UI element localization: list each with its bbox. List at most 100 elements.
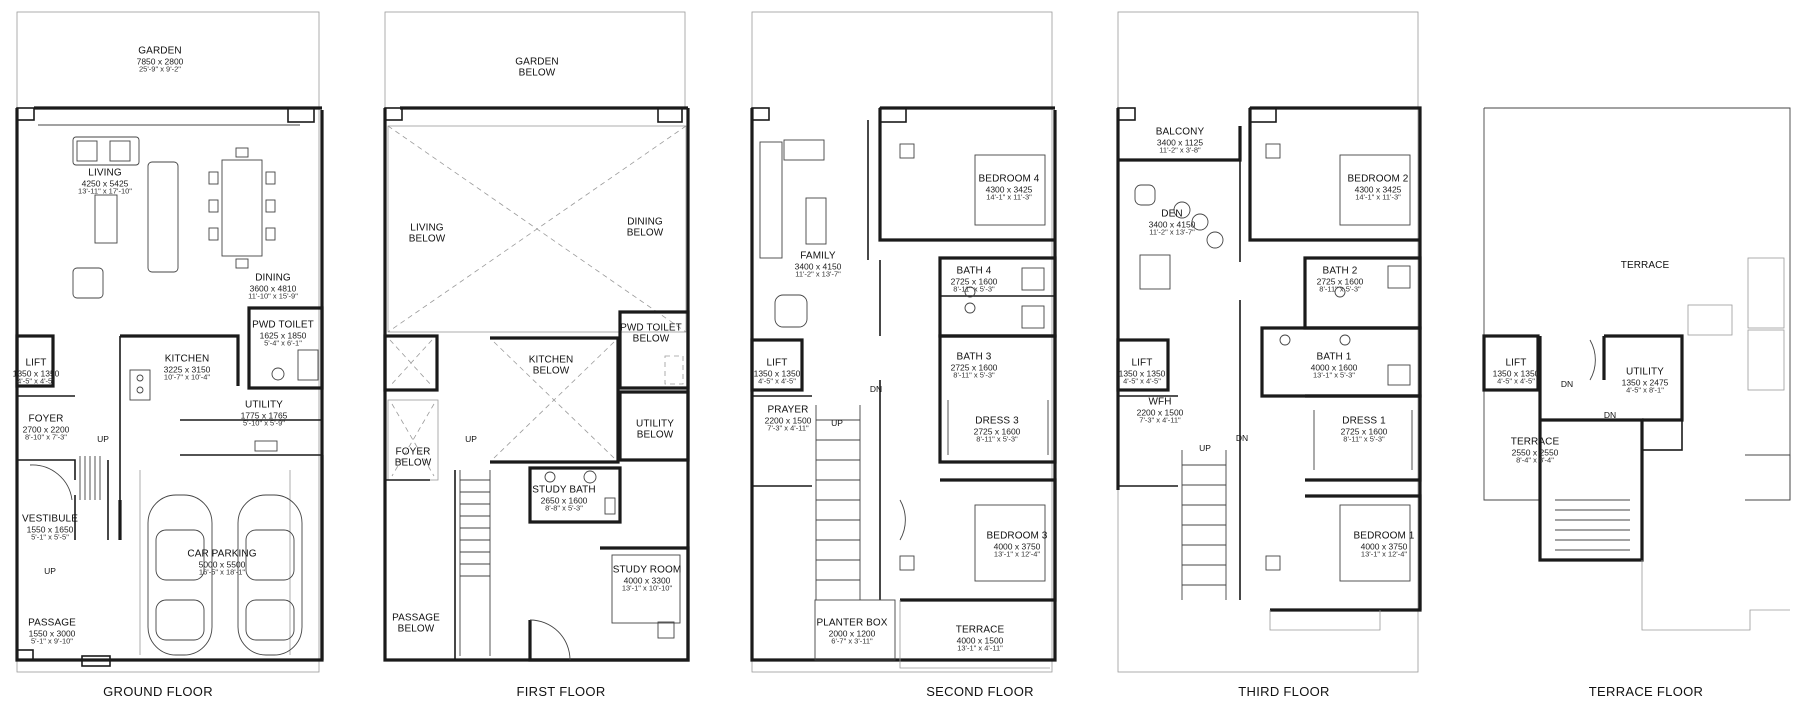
room-dim-mm: 1550 x 3000 — [28, 627, 76, 638]
room-dim-ft: 8'-4" x 8'-4" — [1516, 455, 1554, 465]
room-study-bath: STUDY BATH 2650 x 1600 8'-8" x 5'-3" — [532, 485, 595, 512]
room-name: UTILITY — [636, 418, 674, 430]
room-planter-box: PLANTER BOX 2000 x 1200 6'-7" x 3'-11" — [816, 618, 887, 645]
room-dim-ft: 8'-11" x 5'-3" — [1319, 284, 1361, 294]
room-dim-ft: 16'-5" x 18'-1" — [198, 567, 246, 577]
room-dim-mm: 3225 x 3150 — [163, 363, 211, 374]
room-dim-mm: 2725 x 1600 — [950, 361, 998, 372]
room-dress-1: DRESS 1 2725 x 1600 8'-11" x 5'-3" — [1341, 416, 1388, 443]
room-dim-mm: 4300 x 3425 — [1354, 183, 1402, 194]
room-dim-mm: 1350 x 1350 — [753, 367, 801, 378]
first-floor-plan — [383, 11, 690, 662]
room-dim-ft: 8'-11" x 5'-3" — [976, 434, 1018, 444]
room-dim-ft: 8'-10" x 7'-3" — [25, 432, 67, 442]
room-dim-mm: 4300 x 3425 — [985, 183, 1033, 194]
room-dim-ft: 11'-2" x 13'-7" — [1149, 227, 1195, 237]
stair-up-mark: UP — [465, 434, 477, 444]
room-name: LIVING — [88, 167, 122, 179]
room-dim-ft: 8'-11" x 5'-3" — [953, 370, 995, 380]
room-dining-below: DINING BELOW — [627, 216, 664, 239]
room-name: PRAYER — [767, 404, 809, 416]
room-bath-3: BATH 3 2725 x 1600 8'-11" x 5'-3" — [951, 352, 998, 379]
stair-dn-mark: DN — [1560, 379, 1574, 389]
room-dim-ft: 13'-1" x 12'-4" — [993, 549, 1041, 559]
room-dim-ft: 7'-3" x 4'-11" — [767, 423, 809, 433]
room-name-below: BELOW — [408, 233, 446, 244]
room-dim-mm: 5000 x 5500 — [198, 558, 246, 569]
room-garden: GARDEN 7850 x 2800 25'-9" x 9'-2" — [137, 46, 184, 73]
room-name: DRESS 1 — [1342, 415, 1386, 427]
room-terrace-small: TERRACE 2550 x 2550 8'-4" x 8'-4" — [1511, 437, 1559, 464]
room-name: TERRACE — [955, 624, 1005, 636]
room-dim-ft: 5'-4" x 6'-1" — [264, 338, 302, 348]
room-dim-mm: 3400 x 4150 — [1148, 218, 1196, 229]
room-name: DEN — [1161, 208, 1183, 220]
room-name: BALCONY — [1155, 126, 1205, 138]
room-dim-ft: 25'-9" x 9'-2" — [139, 64, 181, 74]
room-dim-mm: 2725 x 1600 — [1316, 275, 1364, 286]
room-dim-ft: 14'-1" x 11'-3" — [1355, 192, 1401, 202]
room-bath-1: BATH 1 4000 x 1600 13'-1" x 5'-3" — [1311, 352, 1358, 379]
room-prayer: PRAYER 2200 x 1500 7'-3" x 4'-11" — [765, 405, 812, 432]
room-name: KITCHEN — [528, 354, 574, 366]
room-dim-ft: 4'-5" x 4'-5" — [1123, 376, 1161, 386]
room-dim-mm: 1350 x 1350 — [1492, 367, 1540, 378]
floor-title-ground: GROUND FLOOR — [103, 684, 213, 699]
room-dim-ft: 6'-7" x 3'-11" — [831, 636, 873, 646]
room-dim-ft: 8'-11" x 5'-3" — [953, 284, 995, 294]
room-name: LIVING — [410, 222, 444, 234]
stair-dn-mark: DN — [1235, 433, 1249, 443]
room-name: TERRACE — [1510, 436, 1560, 448]
floor-title-second: SECOND FLOOR — [926, 684, 1034, 699]
room-dim-ft: 13'-1" x 12'-4" — [1360, 549, 1408, 559]
room-name: PASSAGE — [392, 612, 440, 624]
room-dim-ft: 5'-1" x 5'-5" — [31, 532, 69, 542]
room-dress-3: DRESS 3 2725 x 1600 8'-11" x 5'-3" — [974, 416, 1021, 443]
room-name-below: BELOW — [394, 457, 432, 468]
room-kitchen: KITCHEN 3225 x 3150 10'-7" x 10'-4" — [164, 354, 211, 381]
room-dim-mm: 2725 x 1600 — [950, 275, 998, 286]
room-dim-ft: 11'-2" x 3'-8" — [1159, 145, 1201, 155]
room-name: DRESS 3 — [975, 415, 1019, 427]
room-dim-mm: 4000 x 3300 — [623, 574, 671, 585]
room-name: PLANTER BOX — [816, 617, 888, 629]
room-name: DINING — [627, 216, 663, 228]
room-name: VESTIBULE — [22, 513, 78, 525]
room-name: KITCHEN — [164, 353, 210, 365]
room-lift: LIFT 1350 x 1350 4'-5" x 4'-5" — [1119, 358, 1166, 385]
room-name: BEDROOM 2 — [1347, 173, 1409, 185]
room-dim-ft: 13'-1" x 10'-10" — [621, 583, 673, 593]
room-living-below: LIVING BELOW — [408, 222, 446, 245]
room-lift: LIFT 1350 x 1350 4'-5" x 4'-5" — [13, 358, 60, 385]
room-terrace: TERRACE 4000 x 1500 13'-1" x 4'-11" — [956, 625, 1004, 652]
second-floor-plan — [750, 11, 1057, 673]
room-name: DINING — [255, 272, 291, 284]
room-dim-mm: 2200 x 1500 — [1136, 406, 1184, 417]
room-foyer-below: FOYER BELOW — [394, 447, 432, 469]
room-garden-below: GARDEN BELOW — [515, 57, 558, 79]
room-dim-mm: 4000 x 1500 — [956, 634, 1004, 645]
room-name: BEDROOM 1 — [1353, 530, 1415, 542]
room-dim-mm: 2550 x 2550 — [1511, 446, 1559, 457]
room-bedroom-2: BEDROOM 2 4300 x 3425 14'-1" x 11'-3" — [1348, 174, 1409, 201]
room-foyer: FOYER 2700 x 2200 8'-10" x 7'-3" — [23, 414, 70, 441]
room-name-below: BELOW — [632, 333, 670, 344]
room-name: PWD TOILET — [252, 319, 314, 331]
room-dim-ft: 13'-1" x 5'-3" — [1313, 370, 1355, 380]
room-dim-mm: 2650 x 1600 — [540, 494, 588, 505]
room-pwd-toilet: PWD TOILET 1625 x 1850 5'-4" x 6'-1" — [252, 320, 314, 347]
room-name: PASSAGE — [28, 617, 76, 629]
stair-dn-mark: DN — [869, 384, 883, 394]
room-name: BATH 2 — [1322, 265, 1358, 277]
room-dim-ft: 8'-11" x 5'-3" — [1343, 434, 1385, 444]
room-utility: UTILITY 1350 x 2475 4'-5" x 8'-1" — [1622, 367, 1669, 394]
room-dim-mm: 4250 x 5425 — [81, 177, 129, 188]
room-name: LIFT — [766, 357, 788, 369]
room-name-below: BELOW — [397, 623, 435, 634]
room-name-below: BELOW — [518, 67, 556, 78]
room-family: FAMILY 3400 x 4150 11'-2" x 13'-7" — [795, 251, 842, 278]
room-dim-mm: 1350 x 2475 — [1621, 376, 1669, 387]
room-utility: UTILITY 1775 x 1765 5'-10" x 5'-9" — [241, 400, 288, 427]
room-dim-mm: 2700 x 2200 — [22, 423, 70, 434]
room-dim-ft: 13'-1" x 4'-11" — [957, 643, 1003, 653]
